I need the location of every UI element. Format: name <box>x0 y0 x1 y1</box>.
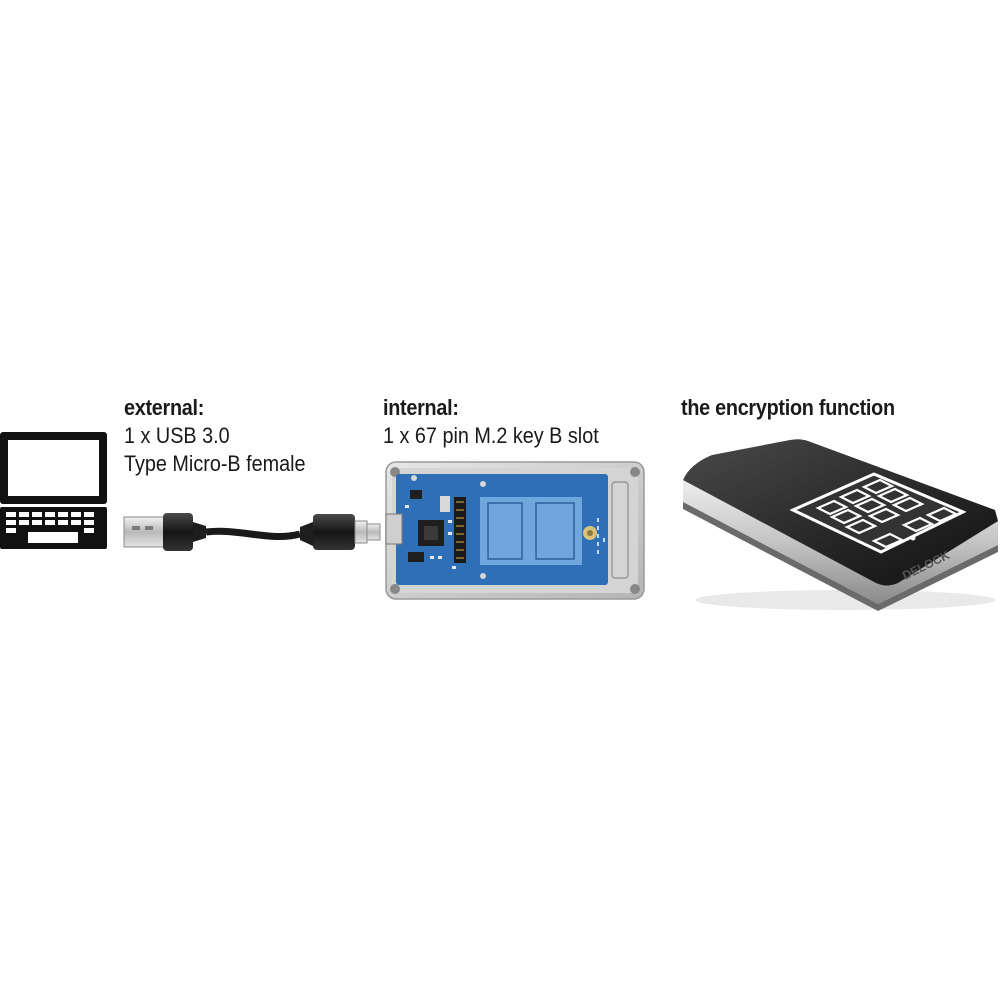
encryption-title: the encryption function <box>681 395 895 420</box>
encryption-label-block: the encryption function <box>681 397 919 419</box>
m2-enclosure-open <box>385 461 645 600</box>
usb-cable <box>123 513 381 551</box>
internal-title: internal: <box>383 395 459 420</box>
keypad-keys <box>815 478 959 549</box>
external-label-block: external: 1 x USB 3.0 Type Micro-B femal… <box>124 397 326 475</box>
external-line-1: 1 x USB 3.0 <box>124 423 230 448</box>
external-line-2: Type Micro-B female <box>124 451 306 476</box>
external-title: external: <box>124 395 205 420</box>
keypad-drive: DELOCK <box>683 439 998 611</box>
internal-label-block: internal: 1 x 67 pin M.2 key B slot <box>383 397 623 447</box>
internal-line-1: 1 x 67 pin M.2 key B slot <box>383 423 599 448</box>
laptop-icon <box>0 432 107 549</box>
